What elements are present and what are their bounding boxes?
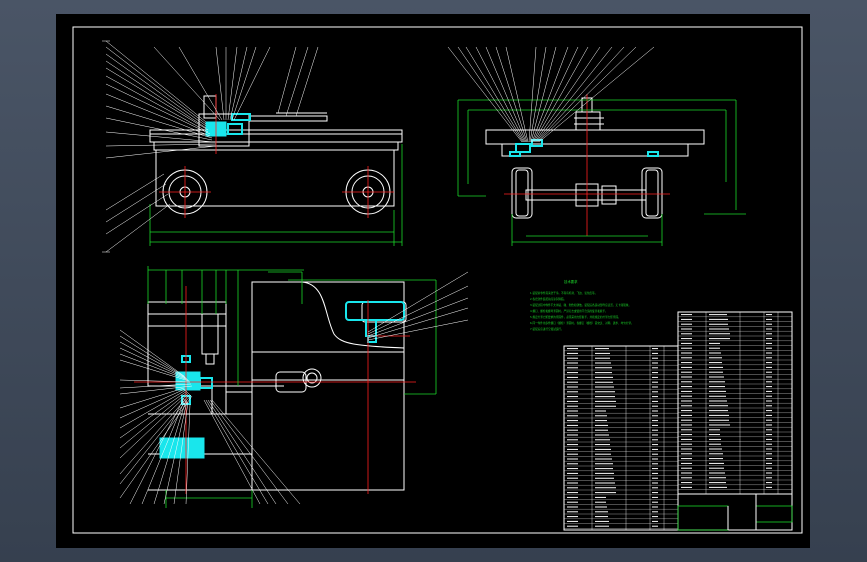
tech-req-line: 2.各密封件装配前应涂润滑脂。 [530,297,566,301]
tech-req-line: 7.装配后应进行空载试运行。 [530,327,564,331]
technical-requirements: 技术要求 1.装配前零件需清洗干净，不得有毛刺、飞边、氧化皮等。 2.各密封件装… [530,279,634,331]
upper-clamp [345,301,405,321]
side-clamp [515,143,531,153]
parts-table-left [563,345,679,531]
front-view [102,40,403,253]
tech-req-line: 5.规定拧紧力矩要求的紧固件，必须采用力矩扳手，并按规定的拧紧力矩紧固。 [530,315,621,319]
cad-drawing: 技术要求 1.装配前零件需清洗干净，不得有毛刺、飞边、氧化皮等。 2.各密封件装… [72,26,803,534]
tech-req-line: 6.同一零件用多件螺钉（螺栓）紧固时，各螺钉（螺栓）需交叉、对称、逐步、均匀拧紧… [530,321,634,325]
parts-table-right [677,311,793,495]
tech-req-line: 4.螺钉、螺栓和螺母紧固时，严禁打击或使用不合适的旋具和扳手。 [530,309,608,313]
parts-list [563,311,793,531]
side-view [447,46,746,246]
tech-req-line: 3.装配过程中零件不允许磕、碰、划伤和锈蚀。装配后各运动部件应灵活，无卡滞现象。 [530,303,631,307]
lower-clamp [159,437,205,459]
tech-req-title: 技术要求 [564,279,578,284]
side-wheel-left [511,167,533,219]
side-wheel-right [641,167,663,219]
title-block [677,493,793,531]
tech-req-line: 1.装配前零件需清洗干净，不得有毛刺、飞边、氧化皮等。 [530,291,597,295]
clamp-block [227,123,243,135]
drawing-sheet: 技术要求 1.装配前零件需清洗干净，不得有毛刺、飞边、氧化皮等。 2.各密封件装… [56,14,810,548]
top-view [119,266,469,508]
drawing-border [72,26,803,534]
